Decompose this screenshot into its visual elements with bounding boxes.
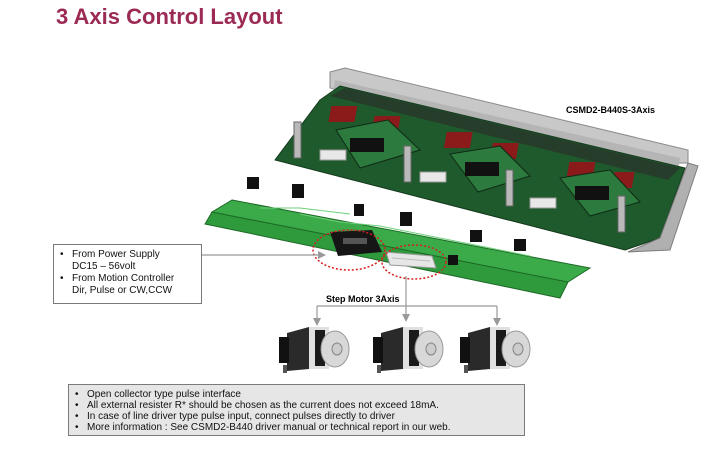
- input-item-main: From Motion Controller: [72, 273, 175, 284]
- input-item-main: From Power Supply: [72, 249, 160, 260]
- note-item: More information : See CSMD2-B440 driver…: [75, 422, 518, 433]
- note-item: Open collector type pulse interface: [75, 389, 518, 400]
- input-item-power: From Power Supply DC15 – 56volt: [60, 249, 197, 273]
- driver-unit-image: [274, 67, 699, 253]
- interface-pcb-image: [204, 177, 592, 299]
- input-item-sub: Dir, Pulse or CW,CCW: [72, 285, 173, 296]
- input-item-controller: From Motion Controller Dir, Pulse or CW,…: [60, 273, 197, 297]
- step-motor-label: Step Motor 3Axis: [326, 294, 400, 304]
- input-item-sub: DC15 – 56volt: [72, 261, 136, 272]
- input-sources-box: From Power Supply DC15 – 56volt From Mot…: [53, 244, 202, 304]
- pulse-connector-highlight: [381, 244, 447, 280]
- note-item: All external resister R* should be chose…: [75, 400, 518, 411]
- note-item: In case of line driver type pulse input,…: [75, 411, 518, 422]
- notes-box: Open collector type pulse interface All …: [68, 384, 525, 436]
- power-connector-highlight: [312, 229, 386, 271]
- step-motor-1: [279, 327, 350, 373]
- page-title: 3 Axis Control Layout: [56, 4, 283, 29]
- driver-model-label: CSMD2-B440S-3Axis: [566, 105, 656, 115]
- motor-connection-lines: [316, 276, 498, 318]
- step-motor-3: [460, 327, 531, 373]
- step-motor-2: [373, 327, 444, 373]
